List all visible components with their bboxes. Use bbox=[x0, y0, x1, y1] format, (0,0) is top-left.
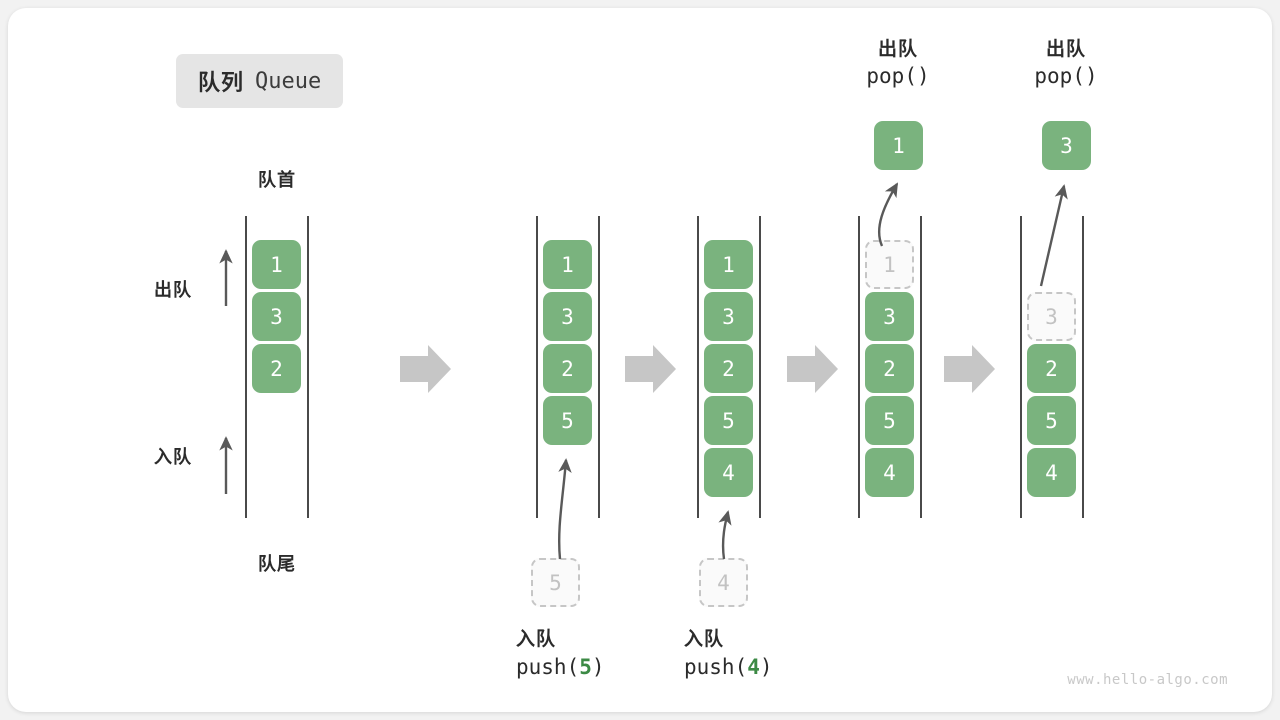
queue-cell: 1 bbox=[704, 240, 753, 289]
queue-cell: 5 bbox=[1027, 396, 1076, 445]
queue-rail-right-1 bbox=[307, 216, 309, 518]
queue-cell: 3 bbox=[543, 292, 592, 341]
queue-rail-left-3 bbox=[697, 216, 699, 518]
diagram-title-cn: 队列 bbox=[198, 71, 245, 96]
queue-rail-left-5 bbox=[1020, 216, 1022, 518]
diagram-card: 队列 Queue 队首 队尾 出队 入队 1 3 2 1 3 2 5 5 入队 … bbox=[8, 8, 1272, 712]
pop-3-arrow bbox=[1039, 184, 1068, 287]
queue-cell: 2 bbox=[704, 344, 753, 393]
queue-cell: 2 bbox=[1027, 344, 1076, 393]
push-4-code-num: 4 bbox=[747, 655, 760, 679]
push-4-code-prefix: push( bbox=[684, 655, 748, 679]
push-4-arrow bbox=[718, 510, 732, 560]
push-5-caption-cn: 入队 bbox=[516, 628, 557, 650]
queue-cell: 3 bbox=[865, 292, 914, 341]
step-arrow-3 bbox=[787, 345, 838, 393]
dequeue-direction-label: 出队 bbox=[154, 280, 192, 301]
queue-cell: 3 bbox=[252, 292, 301, 341]
queue-cell: 4 bbox=[704, 448, 753, 497]
queue-cell: 5 bbox=[865, 396, 914, 445]
pop-3-header: 出队 pop() bbox=[998, 40, 1134, 95]
incoming-element-ghost: 4 bbox=[699, 558, 748, 607]
push-5-caption-code: push(5) bbox=[516, 649, 605, 686]
site-watermark: www.hello-algo.com bbox=[1067, 672, 1228, 688]
step-arrow-4 bbox=[944, 345, 995, 393]
queue-cell: 1 bbox=[543, 240, 592, 289]
pop-1-header-code: pop() bbox=[866, 64, 930, 88]
push-5-caption: 入队 push(5) bbox=[516, 630, 605, 686]
pop-1-arrow bbox=[877, 182, 899, 247]
queue-cell-ghost: 3 bbox=[1027, 292, 1076, 341]
push-4-caption: 入队 push(4) bbox=[684, 630, 773, 686]
pop-3-header-cn: 出队 bbox=[1045, 38, 1086, 60]
pop-3-header-code: pop() bbox=[1034, 64, 1098, 88]
queue-rear-label: 队尾 bbox=[258, 554, 296, 575]
queue-rail-left-1 bbox=[245, 216, 247, 518]
enqueue-direction-label: 入队 bbox=[154, 447, 192, 468]
queue-front-label: 队首 bbox=[258, 170, 296, 191]
diagram-title-badge: 队列 Queue bbox=[176, 54, 344, 108]
queue-cell-ghost: 1 bbox=[865, 240, 914, 289]
queue-cell: 2 bbox=[865, 344, 914, 393]
queue-rail-left-2 bbox=[536, 216, 538, 518]
push-4-caption-code: push(4) bbox=[684, 649, 773, 686]
queue-rail-right-2 bbox=[598, 216, 600, 518]
push-5-code-num: 5 bbox=[579, 655, 592, 679]
pop-1-header-cn: 出队 bbox=[877, 38, 918, 60]
popped-element: 1 bbox=[874, 121, 923, 170]
queue-cell: 4 bbox=[865, 448, 914, 497]
step-arrow-2 bbox=[625, 345, 676, 393]
popped-element: 3 bbox=[1042, 121, 1091, 170]
push-5-code-prefix: push( bbox=[516, 655, 580, 679]
queue-cell: 4 bbox=[1027, 448, 1076, 497]
queue-rail-right-3 bbox=[759, 216, 761, 518]
queue-cell: 2 bbox=[543, 344, 592, 393]
diagram-title-en: Queue bbox=[255, 68, 322, 94]
arrows-overlay bbox=[219, 182, 1068, 560]
queue-cell: 1 bbox=[252, 240, 301, 289]
push-5-code-suffix: ) bbox=[591, 655, 605, 679]
queue-rail-right-5 bbox=[1082, 216, 1084, 518]
queue-rail-left-4 bbox=[858, 216, 860, 518]
queue-cell: 5 bbox=[543, 396, 592, 445]
push-4-code-suffix: ) bbox=[759, 655, 773, 679]
step-arrow-1 bbox=[400, 345, 451, 393]
queue-rail-right-4 bbox=[920, 216, 922, 518]
incoming-element-ghost: 5 bbox=[531, 558, 580, 607]
push-5-arrow bbox=[557, 458, 572, 560]
queue-cell: 3 bbox=[704, 292, 753, 341]
pop-1-header: 出队 pop() bbox=[830, 40, 966, 95]
push-4-caption-cn: 入队 bbox=[684, 628, 725, 650]
queue-cell: 2 bbox=[252, 344, 301, 393]
queue-cell: 5 bbox=[704, 396, 753, 445]
